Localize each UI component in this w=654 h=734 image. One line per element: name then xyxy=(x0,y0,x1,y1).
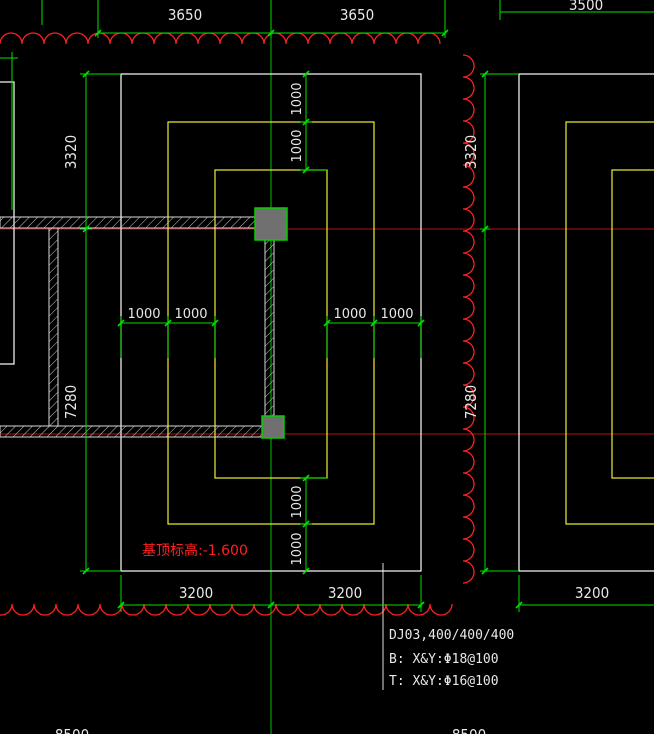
dim-text-left-upper: 3320 xyxy=(62,135,80,169)
columns xyxy=(254,207,288,439)
footing-note: DJ03,400/400/400 B: X&Y:Φ18@100 T: X&Y:Φ… xyxy=(389,628,514,689)
beam-top xyxy=(0,216,273,229)
dim-text-step-top-1: 1000 xyxy=(290,82,305,115)
dim-text-step-left-2: 1000 xyxy=(174,307,207,322)
dim-text-right-upper: 3320 xyxy=(462,135,480,169)
footing-right xyxy=(518,73,654,572)
dim-text-bottom-right: 3200 xyxy=(575,584,609,602)
footing-right-step-2 xyxy=(565,121,654,525)
dim-text-top-left: 3650 xyxy=(168,6,202,24)
dim-text-step-left-1: 1000 xyxy=(127,307,160,322)
elevation-label: 基顶标高:-1.600 xyxy=(142,542,248,559)
dim-text-bottom-mid: 3200 xyxy=(328,584,362,602)
footing-note-line1: DJ03,400/400/400 xyxy=(389,628,514,643)
revision-cloud xyxy=(0,32,475,616)
dimension-lines xyxy=(0,0,654,612)
dim-text-top-mid: 3650 xyxy=(340,6,374,24)
dim-text-step-top-2: 1000 xyxy=(290,129,305,162)
dim-text-bottom-far-left: 8500 xyxy=(55,726,89,734)
beam-right-vertical xyxy=(264,227,275,427)
beam-left-vertical xyxy=(48,227,59,427)
dim-text-right-lower: 7280 xyxy=(462,385,480,419)
footing-right-outer xyxy=(518,73,654,572)
column-top xyxy=(254,207,288,241)
dim-text-step-right-2: 1000 xyxy=(380,307,413,322)
column-bottom xyxy=(261,415,285,439)
dim-text-step-bottom-1: 1000 xyxy=(290,485,305,518)
dim-text-left-lower: 7280 xyxy=(62,385,80,419)
dim-text-bottom-left: 3200 xyxy=(179,584,213,602)
dim-text-step-right-1: 1000 xyxy=(333,307,366,322)
footing-note-line3: T: X&Y:Φ16@100 xyxy=(389,674,499,689)
dim-text-top-right: 3500 xyxy=(569,0,603,14)
dim-text-step-bottom-2: 1000 xyxy=(290,532,305,565)
dim-text-bottom-far-right: 8500 xyxy=(452,726,486,734)
dimension-texts: 3650 3650 3500 3320 7280 3320 7280 1000 … xyxy=(55,0,609,734)
footing-right-step-1 xyxy=(611,169,654,479)
dimension-ticks xyxy=(82,29,523,609)
beam-bottom xyxy=(0,425,273,438)
beams xyxy=(0,216,275,438)
footing-note-line2: B: X&Y:Φ18@100 xyxy=(389,652,499,667)
